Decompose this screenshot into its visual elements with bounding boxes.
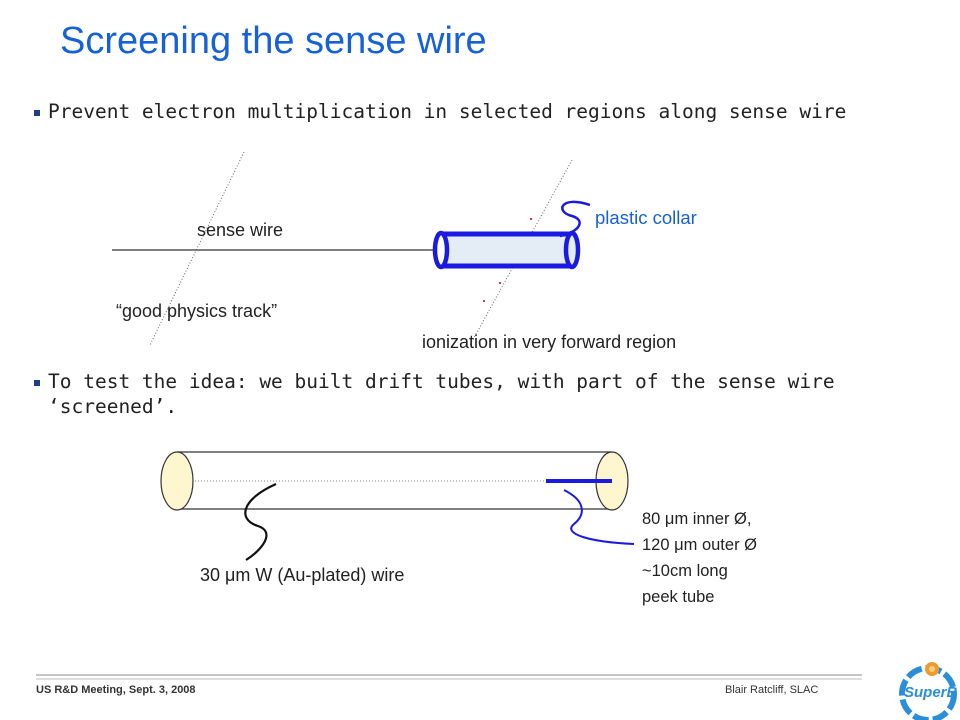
sense-wire-label: sense wire — [197, 220, 284, 240]
superb-logo-text: SuperB — [904, 684, 958, 701]
bullet-1-text: Prevent electron multiplication in selec… — [48, 100, 847, 123]
wire-label: 30 μm W (Au-plated) wire — [200, 565, 405, 585]
good-track-label: “good physics track” — [116, 301, 278, 321]
wire-pointer — [244, 482, 277, 561]
bullet-marker — [34, 110, 40, 116]
footer-meeting: US R&D Meeting, Sept. 3, 2008 — [36, 684, 196, 696]
collar-pointer — [559, 200, 591, 238]
tube-spec-line: 120 μm outer Ø — [642, 536, 757, 554]
ionization-label: ionization in very forward region — [422, 332, 677, 352]
bullet-2-line2: ‘screened’. — [48, 395, 178, 418]
drift-tube — [160, 451, 629, 511]
footer-author: Blair Ratcliff, SLAC — [725, 684, 819, 696]
plastic-collar-label: plastic collar — [595, 207, 697, 228]
bullet-2-line1: To test the idea: we built drift tubes, … — [48, 370, 835, 393]
plastic-collar-shape — [432, 230, 581, 270]
tube-spec-line: ~10cm long — [642, 562, 728, 580]
tube-pointer — [563, 489, 635, 545]
tube-spec-line: 80 μm inner Ø, — [642, 510, 752, 528]
slide-title: Screening the sense wire — [60, 20, 487, 62]
bullet-marker — [34, 380, 40, 386]
superb-logo — [899, 662, 957, 720]
tube-spec-line: peek tube — [642, 588, 715, 606]
